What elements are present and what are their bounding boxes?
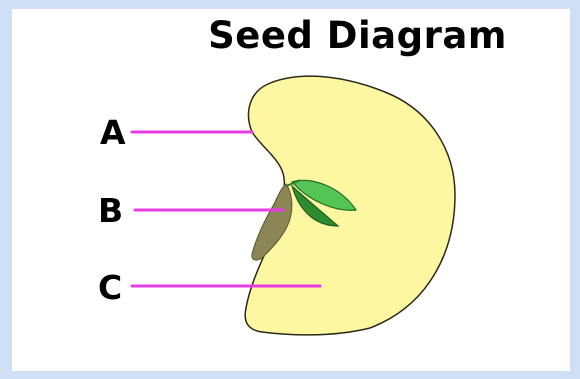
label-a: A — [100, 113, 126, 153]
label-c: C — [98, 268, 122, 308]
label-b: B — [98, 191, 123, 231]
